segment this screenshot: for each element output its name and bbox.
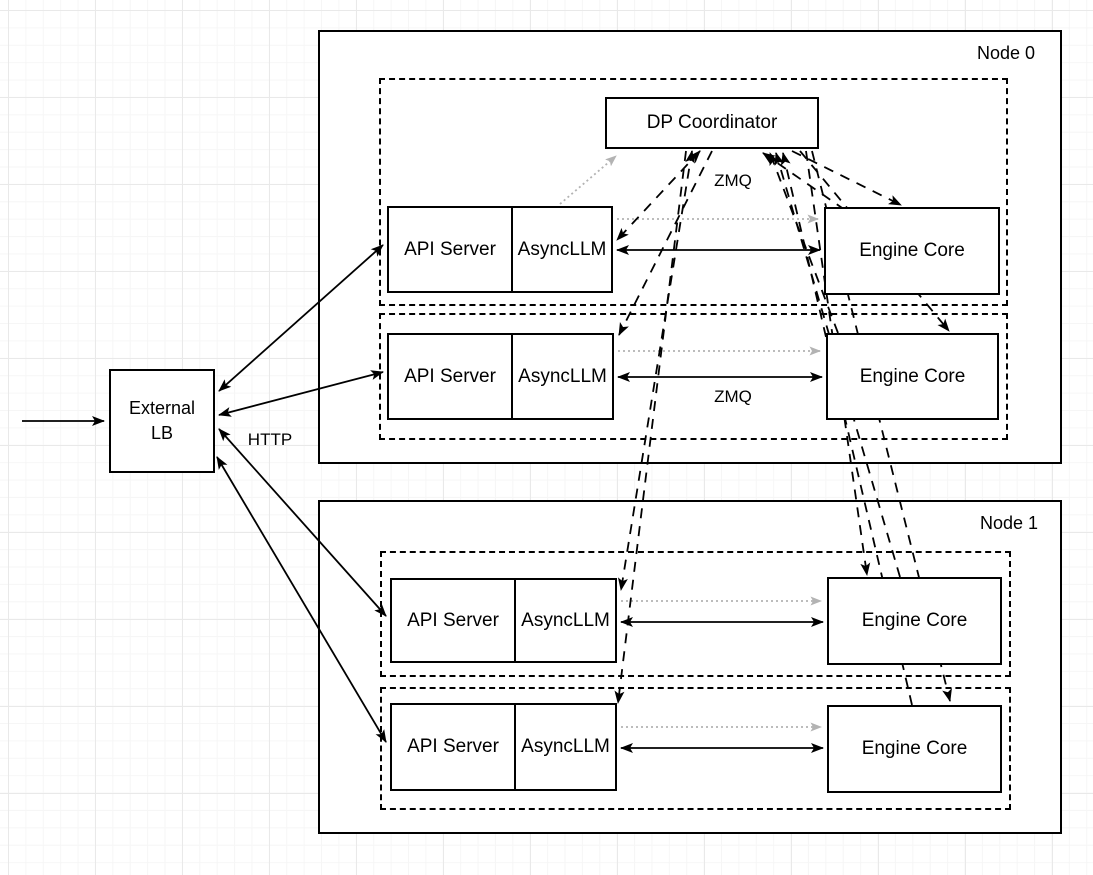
edge-coord-async-node0-rank1: [618, 150, 713, 336]
node0-rank1-asyncllm-cell: AsyncLLM: [511, 335, 612, 418]
edge-coord-async-node1-rank0: [617, 150, 696, 591]
asyncllm-label: AsyncLLM: [521, 736, 610, 757]
edge-lb-node1-rank0-api: [218, 428, 387, 617]
dp-coordinator-label: DP Coordinator: [646, 112, 778, 133]
zmq-label-coordinator: ZMQ: [714, 171, 752, 190]
external-lb-label-line1: External: [128, 398, 196, 418]
engine-core-label: Engine Core: [859, 365, 966, 387]
engine-core-label: Engine Core: [859, 240, 965, 261]
node1-rank0-asyncllm-cell: AsyncLLM: [514, 580, 615, 661]
dp-coordinator-box: DP Coordinator: [605, 97, 819, 149]
node1-label: Node 1: [980, 513, 1039, 533]
api-server-label: API Server: [404, 238, 496, 260]
api-server-label: API Server: [407, 736, 499, 757]
asyncllm-label: AsyncLLM: [518, 365, 607, 387]
edge-lb-node0-rank1-api: [218, 370, 384, 417]
edge-lb-node1-rank1-api: [216, 456, 387, 743]
edge-engine0a-coord: [762, 152, 846, 211]
node0-rank1-api-server-cell: API Server: [389, 335, 511, 418]
node1-rank0-engine-core-box: Engine Core: [827, 577, 1002, 665]
node1-rank1-engine-core-box: Engine Core: [827, 705, 1002, 793]
engine-core-label: Engine Core: [861, 738, 968, 759]
node0-rank0-api-asyncllm-box: API Server AsyncLLM: [387, 206, 613, 293]
edge-lb-node0-rank0-api: [218, 244, 384, 392]
asyncllm-label: AsyncLLM: [521, 609, 610, 631]
zmq-label-engine: ZMQ: [714, 387, 752, 406]
node0-rank0-asyncllm-cell: AsyncLLM: [511, 208, 611, 291]
node1-rank0-api-asyncllm-box: API Server AsyncLLM: [390, 578, 617, 663]
api-server-label: API Server: [407, 609, 499, 631]
edge-async0-coordinator-handshake: [559, 155, 617, 205]
node1-rank1-api-asyncllm-box: API Server AsyncLLM: [390, 703, 617, 791]
edge-coord-async-node1-rank1: [614, 150, 687, 704]
edge-coord-async-node0-rank0: [616, 150, 701, 241]
node0-rank0-engine-core-box: Engine Core: [824, 207, 1000, 295]
node0-rank0-api-server-cell: API Server: [389, 208, 511, 291]
asyncllm-label: AsyncLLM: [517, 238, 607, 260]
external-lb-box: External LB: [109, 369, 215, 473]
api-server-label: API Server: [404, 365, 496, 387]
node0-rank1-engine-core-box: Engine Core: [826, 333, 999, 420]
http-label: HTTP: [247, 430, 293, 449]
node1-rank0-api-server-cell: API Server: [392, 580, 514, 661]
edge-coord-engine0a: [791, 150, 902, 206]
engine-core-label: Engine Core: [861, 610, 968, 631]
node1-rank1-asyncllm-cell: AsyncLLM: [514, 705, 615, 789]
external-lb-label-line2: LB: [150, 423, 173, 443]
node0-rank1-api-asyncllm-box: API Server AsyncLLM: [387, 333, 614, 420]
node0-label: Node 0: [977, 43, 1036, 63]
node1-rank1-api-server-cell: API Server: [392, 705, 514, 789]
